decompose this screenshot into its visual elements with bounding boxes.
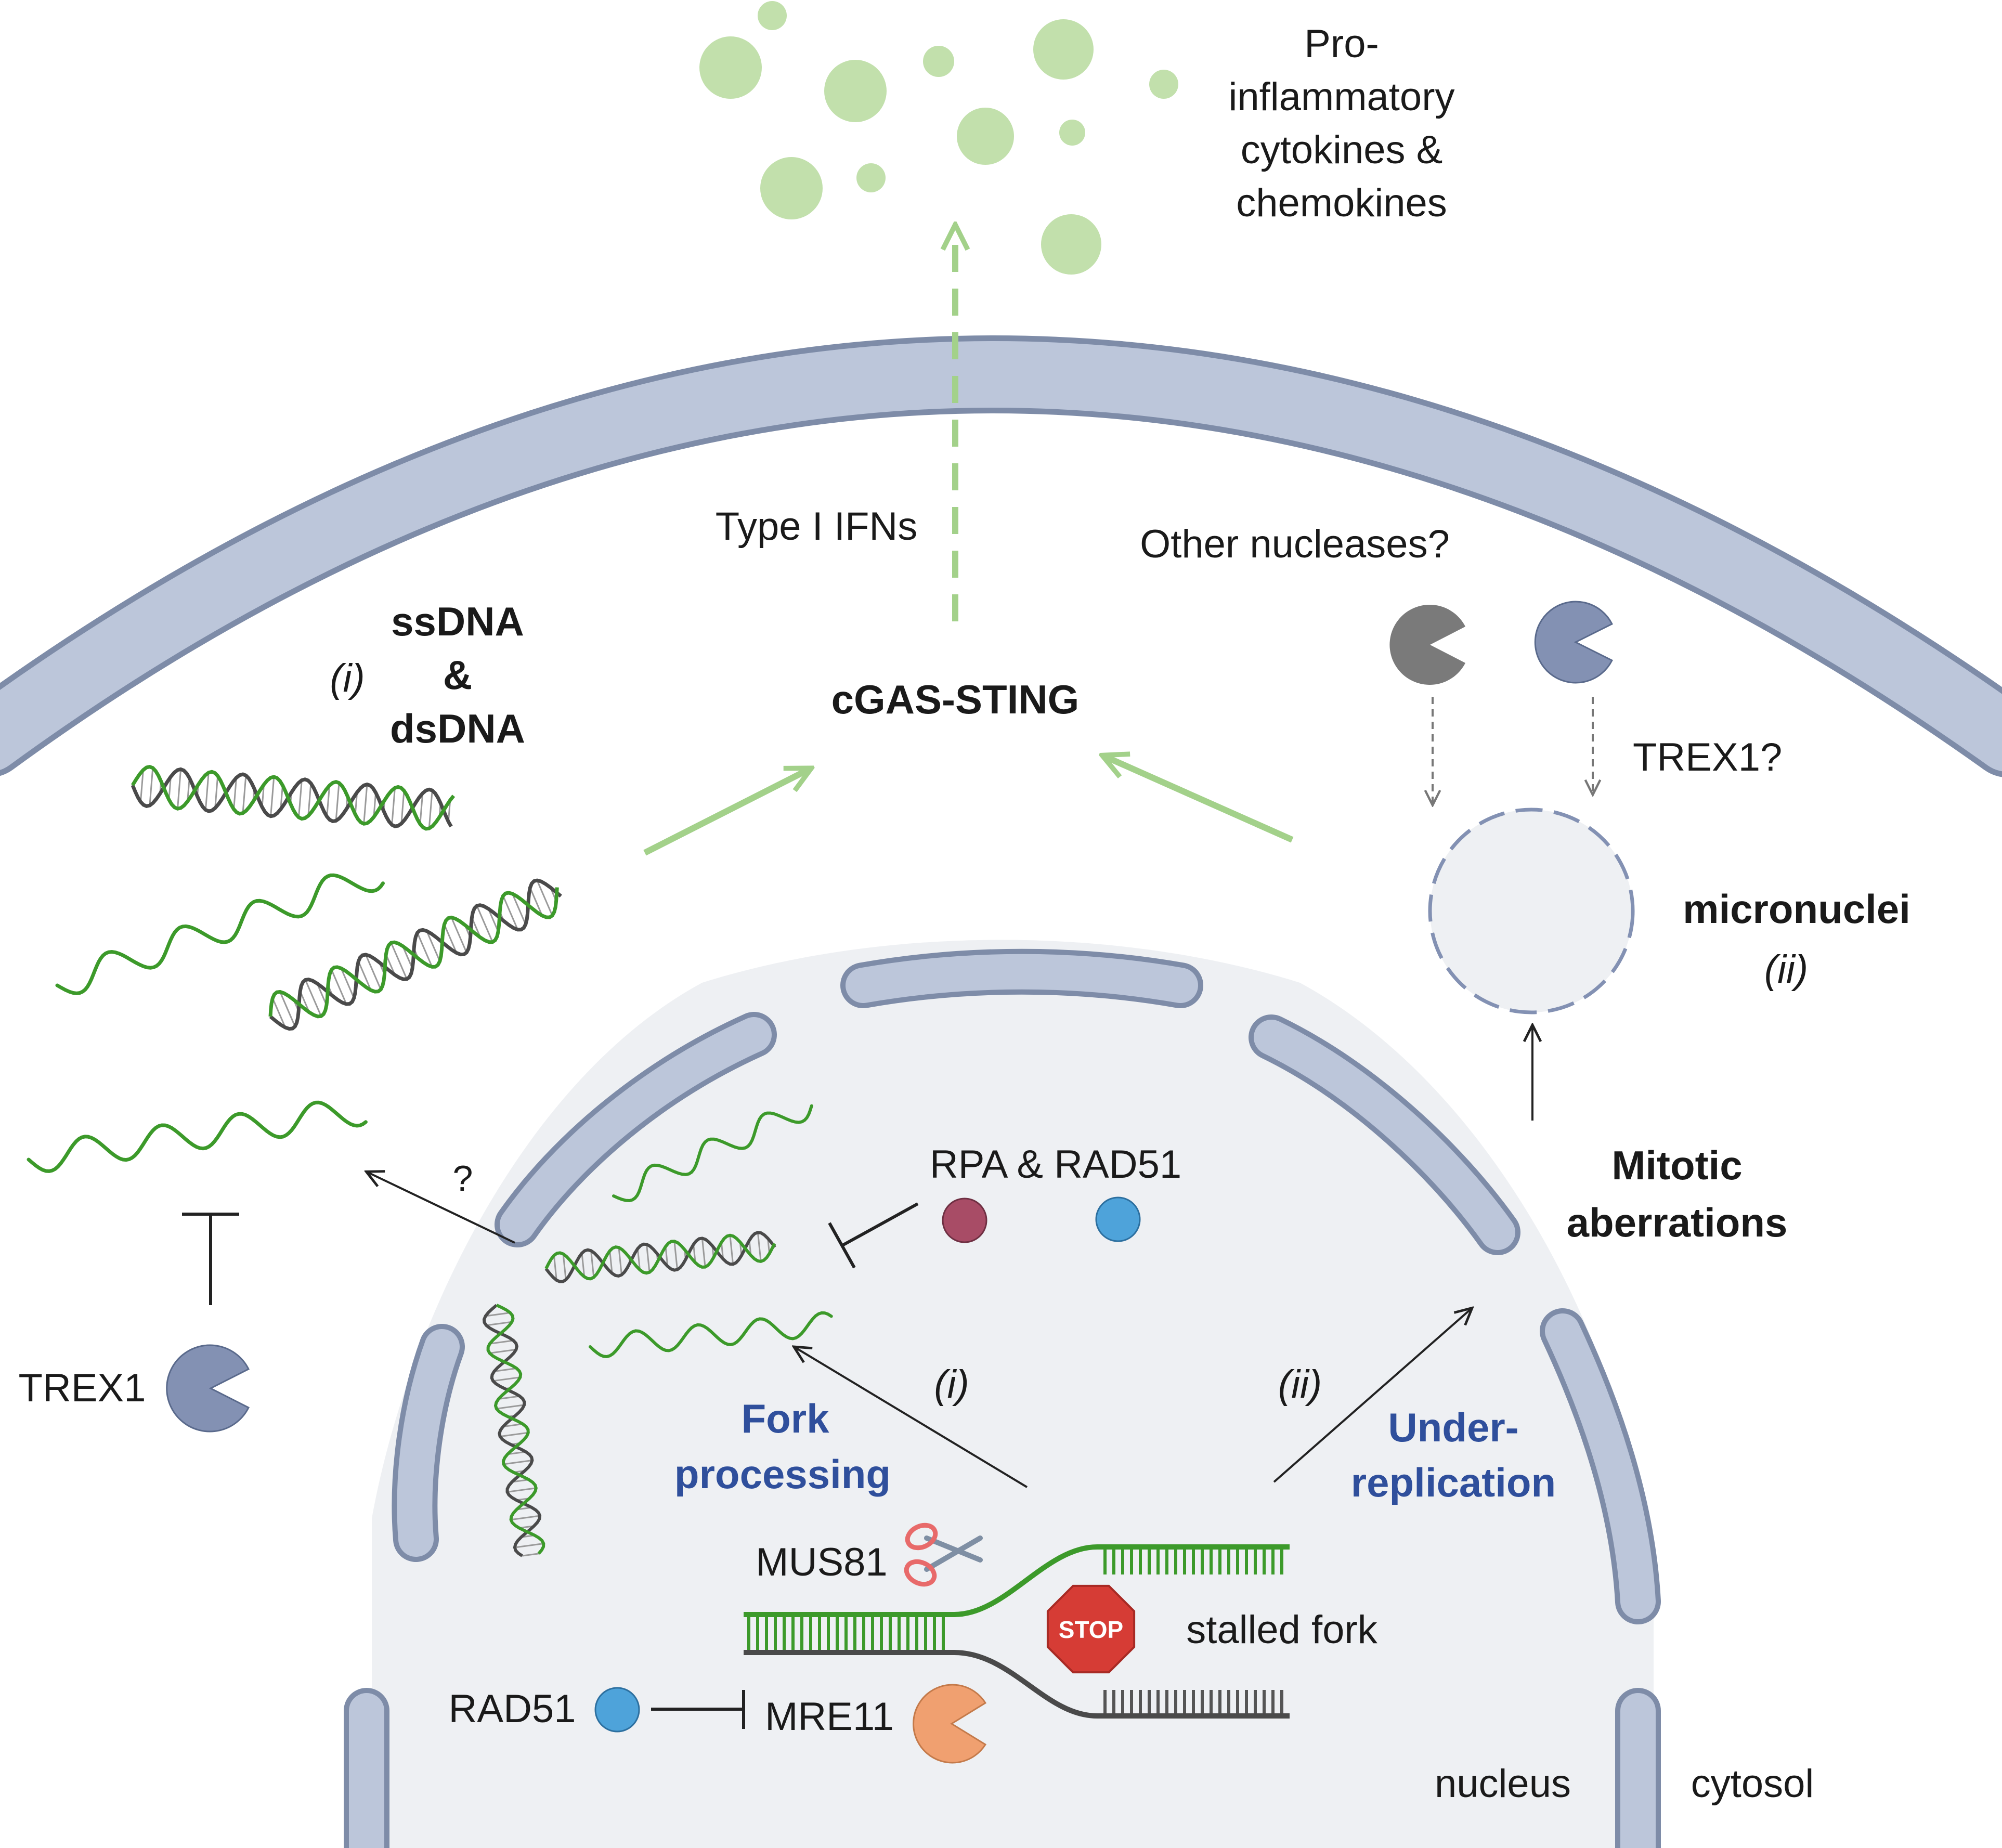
trex1-label: TREX1 <box>19 1366 146 1410</box>
fork-base-pairs <box>747 1548 1283 1714</box>
inhibition-lines <box>182 1202 919 1729</box>
nucleus-body <box>372 940 1654 1848</box>
cytokines <box>699 1 1178 275</box>
rad51-fork-icon <box>594 1687 640 1733</box>
stalled-fork-label: stalled fork <box>1186 1608 1377 1652</box>
path-ii-label: (ii) <box>1278 1362 1322 1407</box>
micronuclei-label: micronuclei <box>1683 886 1910 932</box>
under-replication-line-1: Under- <box>1388 1404 1518 1450</box>
rad51-inhibition <box>651 1690 745 1729</box>
fork-processing-line-2: processing <box>674 1451 891 1497</box>
fork-top-strand <box>744 1544 1290 1617</box>
dna-label-line-1: ssDNA <box>391 598 524 644</box>
rad51-fork-label: RAD51 <box>449 1687 576 1731</box>
mre11-label: MRE11 <box>765 1695 894 1739</box>
micronucleus <box>1428 808 1635 1014</box>
cytokines-line-2: inflammatory <box>1229 75 1455 119</box>
fork-bottom-strand <box>744 1650 1290 1719</box>
ssdna-strand <box>55 873 385 995</box>
cell-membrane <box>0 335 2002 777</box>
rad51-icon <box>1095 1196 1141 1242</box>
path-i-label: (i) <box>934 1362 969 1407</box>
black-arrows <box>368 1027 1532 1488</box>
mus81-scissors-icon <box>904 1522 983 1587</box>
mitotic-label-line-2: aberrations <box>1567 1200 1788 1245</box>
dsdna-helix <box>544 1231 776 1283</box>
micronuclei-number: (ii) <box>1764 947 1808 992</box>
under-replication-line-2: replication <box>1351 1460 1556 1505</box>
cytokines-label: Pro- inflammatory cytokines & chemokines <box>1229 22 1455 225</box>
trex1-nuclease-icon <box>1534 601 1614 684</box>
stop-sign-icon: STOP <box>1046 1584 1136 1674</box>
replication-fork <box>744 1544 1290 1719</box>
cgas-sting-label: cGAS-STING <box>831 676 1080 722</box>
dna-label-line-2: & <box>443 652 472 698</box>
cytosol-label: cytosol <box>1691 1762 1814 1806</box>
cytokines-line-3: cytokines & <box>1241 128 1443 172</box>
nuclear-dna-fragments <box>482 1104 833 1557</box>
trex1-inhibition <box>182 1213 239 1305</box>
dsdna-helix <box>482 1304 545 1557</box>
gray-nuclease-icon <box>1389 604 1465 685</box>
question-label: ? <box>453 1158 473 1199</box>
cytosolic-dna-fragments <box>27 764 562 1173</box>
mus81-label: MUS81 <box>756 1540 887 1584</box>
dsdna-helix <box>268 878 562 1031</box>
nuclear-envelope <box>344 948 1661 1848</box>
nucleus-label: nucleus <box>1435 1762 1571 1806</box>
green-arrows <box>643 228 1294 856</box>
mitotic-label-line-1: Mitotic <box>1611 1142 1742 1188</box>
trex1-question-label: TREX1? <box>1633 735 1782 779</box>
nuclease-arrows <box>1433 697 1593 803</box>
ssdna-strand <box>589 1311 833 1359</box>
dsdna-helix <box>131 764 456 831</box>
dna-label-line-3: dsDNA <box>390 706 525 751</box>
cytokines-line-4: chemokines <box>1236 181 1447 225</box>
dna-number: (i) <box>330 656 365 700</box>
rpa-rad51-label: RPA & RAD51 <box>930 1142 1181 1187</box>
trex1-icon <box>166 1344 250 1433</box>
type-i-ifns-label: Type I IFNs <box>716 504 918 549</box>
ssdna-strand <box>612 1104 813 1203</box>
ssdna-strand <box>27 1100 368 1173</box>
stop-label: STOP <box>1059 1616 1123 1643</box>
cytokines-line-1: Pro- <box>1304 22 1379 66</box>
rpa-icon <box>942 1198 987 1243</box>
rpa-inhibition <box>828 1202 919 1269</box>
fork-processing-line-1: Fork <box>741 1396 829 1441</box>
other-nucleases-label: Other nucleases? <box>1140 522 1450 566</box>
mre11-icon <box>913 1684 987 1764</box>
